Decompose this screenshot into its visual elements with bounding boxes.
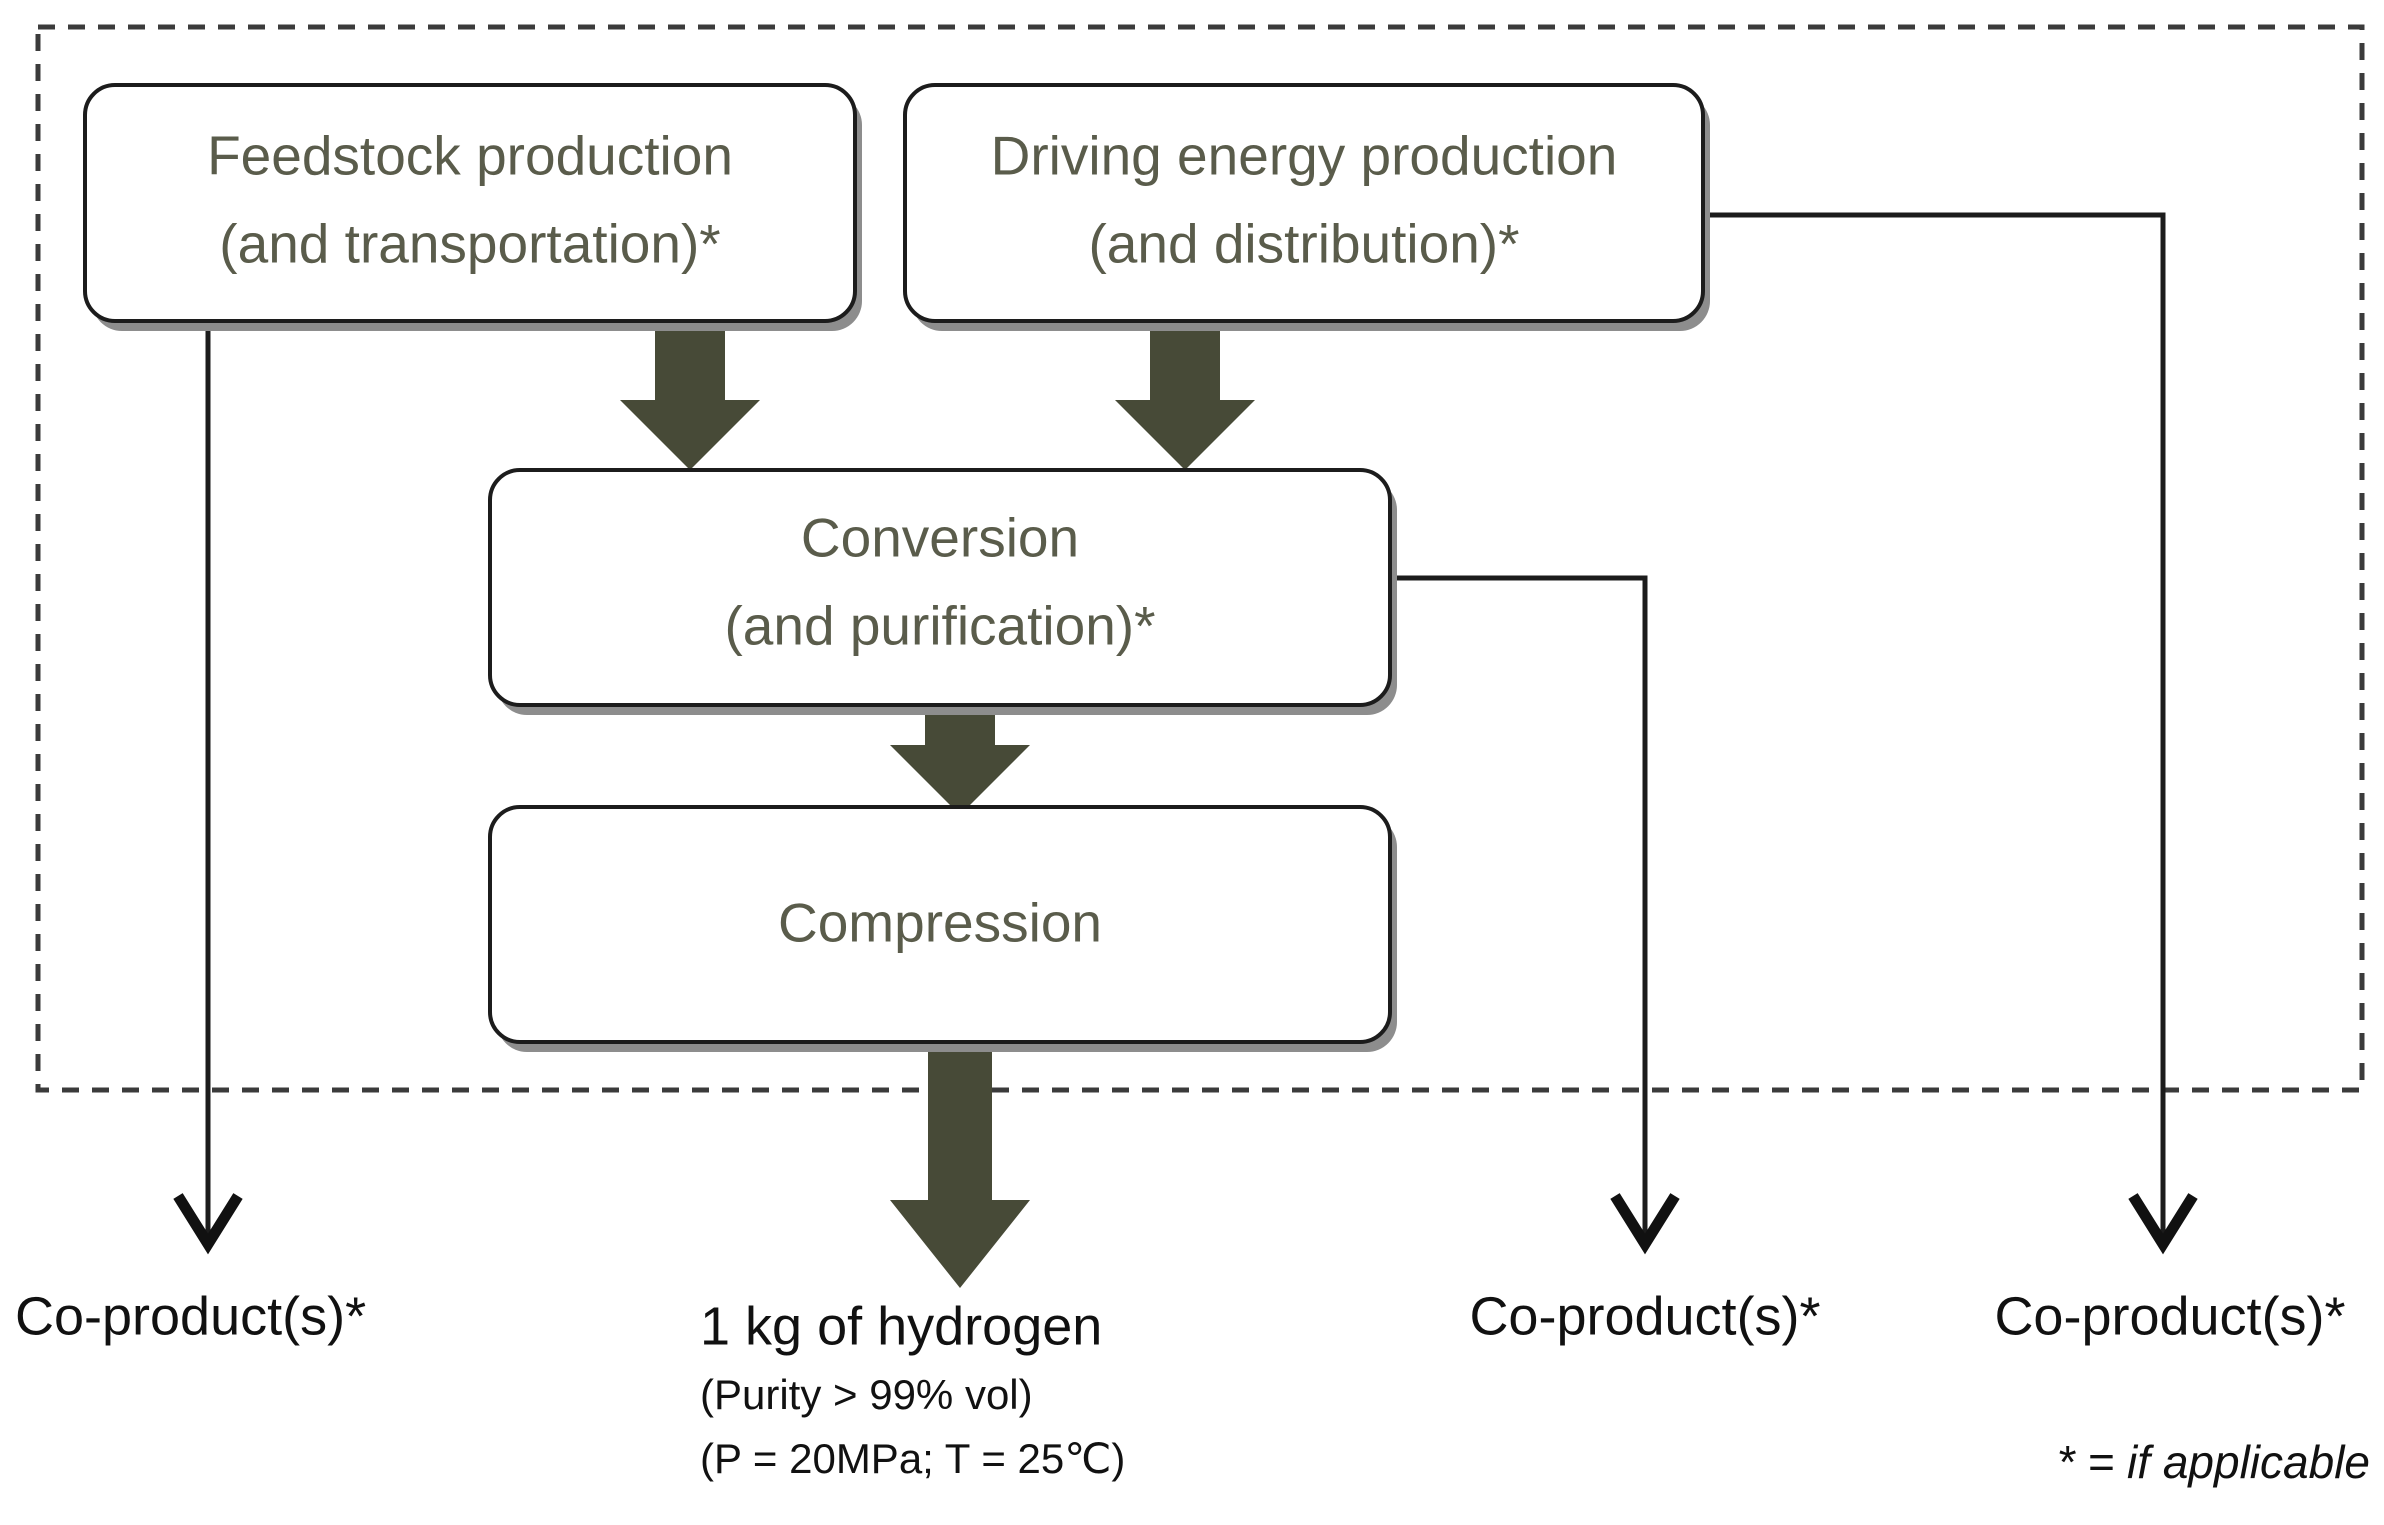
conversion-box[interactable] [488, 468, 1392, 707]
feedstock-production-box[interactable] [83, 83, 857, 323]
system-boundary-frame [35, 24, 2365, 1093]
arrowhead-coproduct-left-icon [173, 1193, 243, 1255]
conversion-label-line2: (and purification)* [724, 595, 1155, 657]
driving-energy-production-label-line2: (and distribution)* [1088, 213, 1519, 275]
driving-energy-production-box[interactable] [903, 83, 1705, 323]
hydrogen-output-label-line2: (Purity > 99% vol) [700, 1371, 1033, 1418]
feedstock-production-label-line2: (and transportation)* [219, 213, 720, 275]
hydrogen-output-label-line3: (P = 20MPa; T = 25℃) [700, 1435, 1125, 1482]
co-product-right-label: Co-product(s)* [1994, 1286, 2345, 1346]
block-arrow-energy-to-conversion-icon [1115, 325, 1255, 470]
arrowhead-coproduct-middle-icon [1610, 1193, 1680, 1255]
connector-driving-energy-to-coproduct [1710, 212, 2166, 1237]
co-product-middle-label: Co-product(s)* [1469, 1286, 1820, 1346]
feedstock-production-label-line1: Feedstock production [207, 125, 733, 187]
hydrogen-output-label-line1: 1 kg of hydrogen [700, 1296, 1102, 1356]
arrowhead-coproduct-right-icon [2128, 1193, 2198, 1255]
compression-label-line1: Compression [778, 892, 1102, 954]
footnote-if-applicable: * = if applicable [2057, 1436, 2370, 1488]
conversion-label-line1: Conversion [801, 507, 1079, 569]
block-arrow-compression-to-hydrogen-icon [890, 1030, 1030, 1288]
block-arrow-conversion-to-compression-icon [890, 690, 1030, 815]
block-arrow-feedstock-to-conversion-icon [620, 325, 760, 470]
compression-box[interactable] [488, 805, 1392, 1044]
driving-energy-production-label-line1: Driving energy production [991, 125, 1618, 187]
connector-conversion-to-coproduct [1392, 575, 1648, 1237]
co-product-left-label: Co-product(s)* [15, 1286, 366, 1346]
